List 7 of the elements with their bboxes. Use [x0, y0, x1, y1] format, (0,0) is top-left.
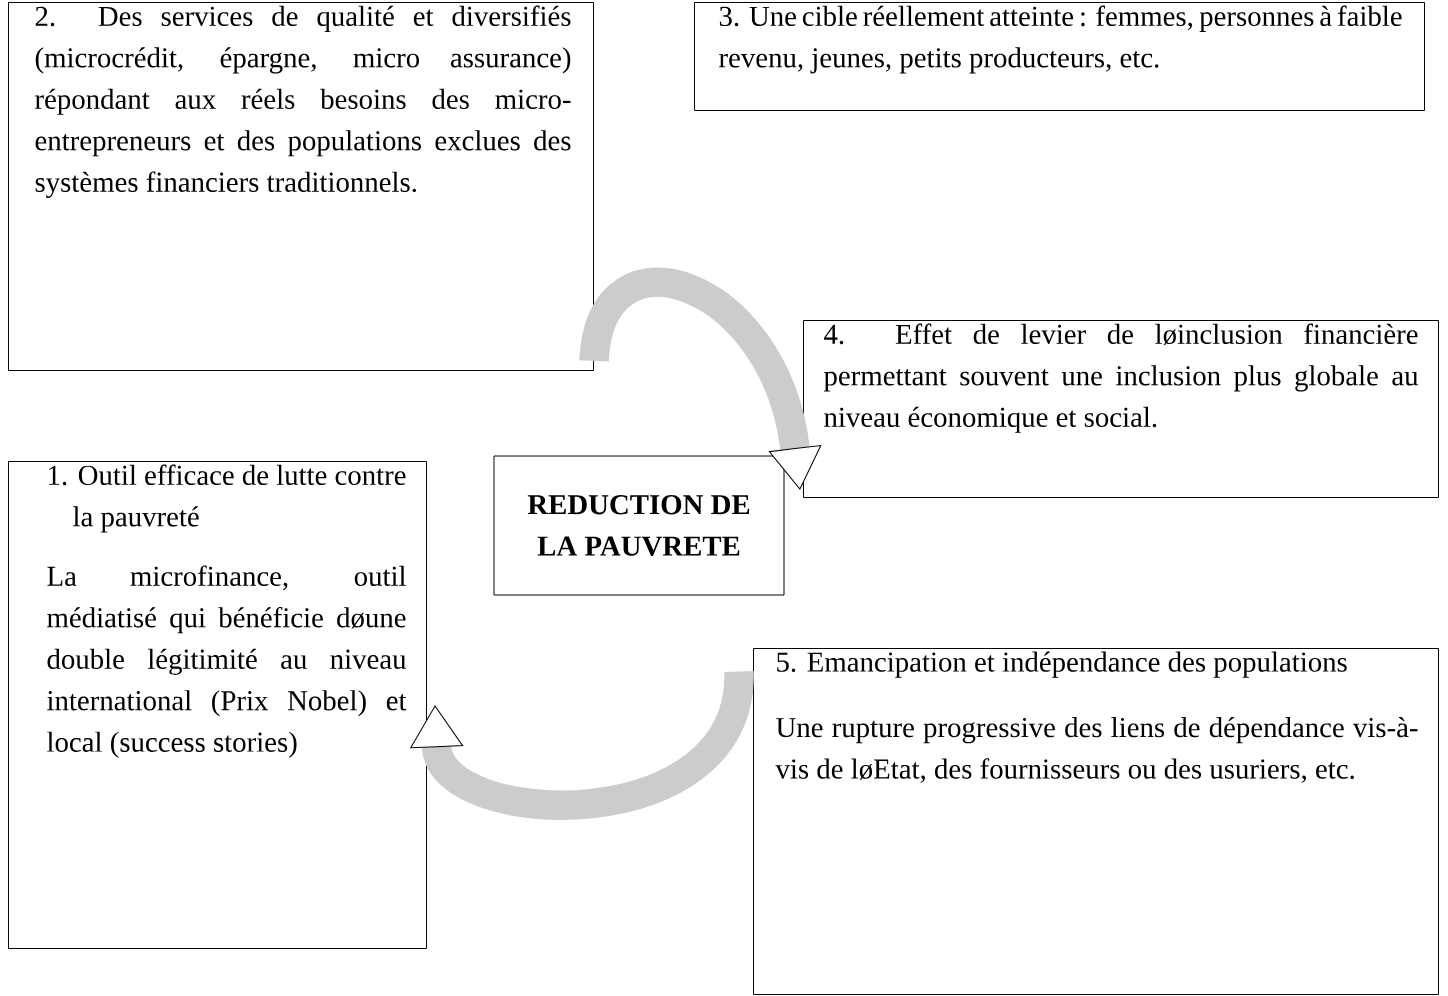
text-box: 4. Effet de levier de løinclusion financière permettant souvent une inclusion plus globale au niveau économique et social.	[803, 320, 1439, 498]
text-box: 5. Emancipation et indépendance des populations Une rupture progressive des liens de dépendance vis-à-vis de løEtat, des fournisseurs ou des usuriers, etc.	[753, 648, 1439, 995]
text-box: 1. Outil efficace de lutte contre la pauvreté La microfinance, outil médiatisé qui bénéficie døune double légitimité au niveau international (Prix Nobel) et local (success stories)	[8, 461, 427, 949]
text-box: 2. Des services de qualité et diversifiés (microcrédit, épargne, micro assurance) répondant aux réels besoins des micro-entrepreneurs et des populations exclues des systèmes financiers traditionnels.	[8, 2, 594, 371]
title-box: REDUCTION DE LA PAUVRETE	[493, 455, 785, 596]
text-box: 3. Une cible réellement atteinte : femmes, personnes à faible revenu, jeunes, petits producteurs, etc.	[694, 2, 1425, 111]
curved-arrow	[579, 268, 822, 490]
